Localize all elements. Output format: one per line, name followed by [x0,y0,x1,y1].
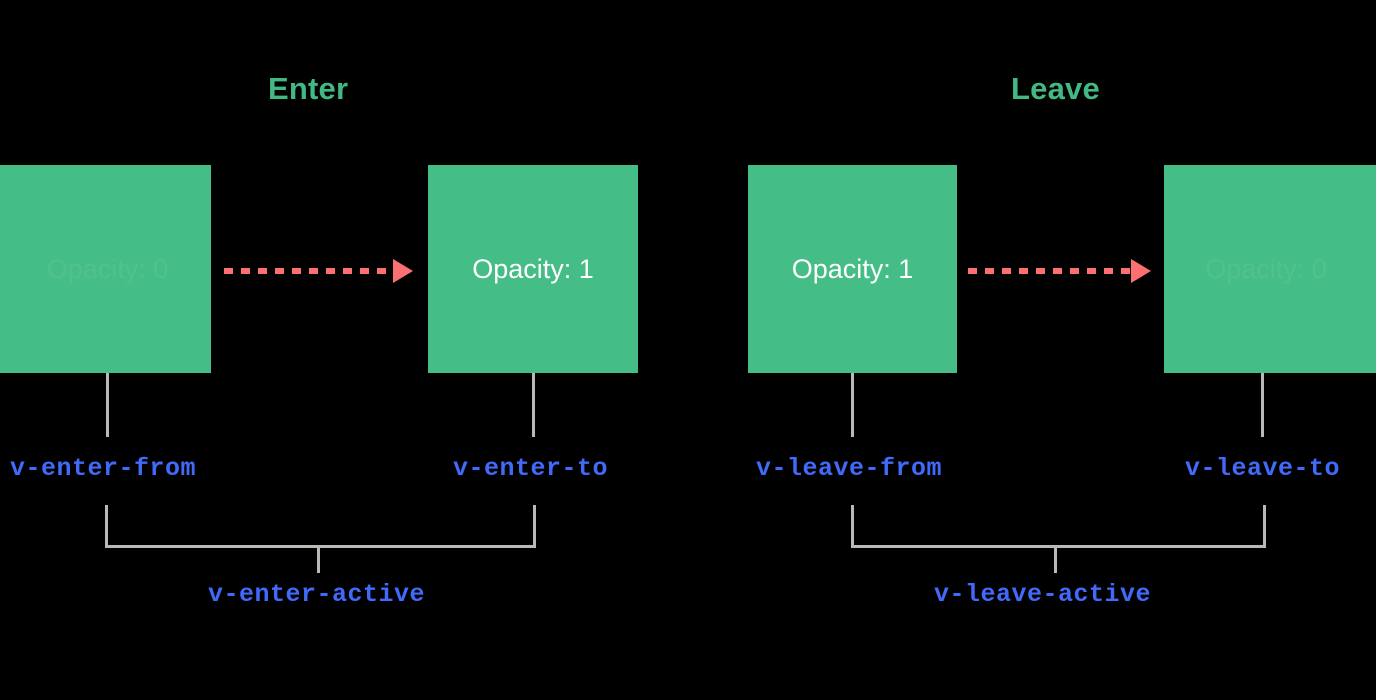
class-label-v-enter-from: v-enter-from [10,454,197,483]
class-label-v-enter-active: v-enter-active [208,580,426,609]
dashed-arrow-right-icon-enter [224,259,416,283]
state-box-enter-to-label: Opacity: 1 [472,253,594,284]
bracket-tick-enter-active [317,545,320,573]
state-box-enter-from: Opacity: 0 [0,165,211,373]
bracket-tick-leave-active [1054,545,1057,573]
arrow-head [1131,259,1151,283]
dashed-arrow-right-icon-leave [968,259,1154,283]
state-box-enter-from-label: Opacity: 0 [46,253,169,284]
state-box-enter-to: Opacity: 1 [428,165,638,373]
arrow-shaft [968,268,1134,274]
class-label-v-enter-to: v-enter-to [453,454,609,483]
bracket-enter-active [105,505,536,548]
bracket-leave-active [851,505,1266,548]
connector-stem-enter-to [532,373,535,437]
state-box-leave-from: Opacity: 1 [748,165,957,373]
connector-stem-leave-to [1261,373,1264,437]
class-label-v-leave-to: v-leave-to [1185,454,1341,483]
arrow-shaft [224,268,396,274]
state-box-leave-to-label: Opacity: 0 [1205,253,1327,284]
arrow-head [393,259,413,283]
class-label-v-leave-active: v-leave-active [934,580,1152,609]
state-box-leave-from-label: Opacity: 1 [791,253,914,284]
phase-title-leave: Leave [1011,71,1100,106]
connector-stem-leave-from [851,373,854,437]
connector-stem-enter-from [106,373,109,437]
phase-title-enter: Enter [268,71,349,106]
state-box-leave-to: Opacity: 0 [1164,165,1376,373]
class-label-v-leave-from: v-leave-from [756,454,943,483]
